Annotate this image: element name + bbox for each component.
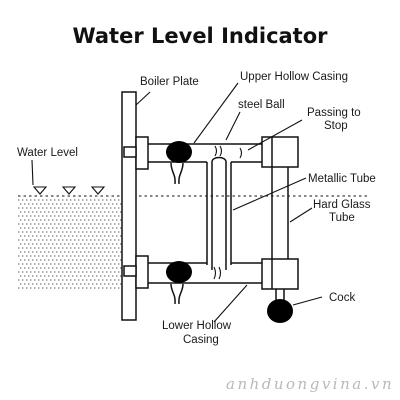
metallic-tube-inner-top	[211, 156, 227, 163]
upper-seal-mark	[214, 145, 218, 157]
leader-boiler-plate	[135, 91, 151, 106]
label-cock: Cock	[329, 292, 355, 304]
lower-seal-mark	[213, 266, 217, 280]
leader-lines	[31, 82, 323, 323]
water-level-triangle	[32, 186, 48, 195]
lower-stop-block	[261, 258, 299, 290]
leader-steel-ball	[225, 111, 241, 141]
lower-drip	[178, 283, 184, 305]
upper-seal-mark	[219, 145, 223, 157]
upper-drip	[178, 162, 184, 185]
label-hard-glass-tube-2: Tube	[329, 212, 355, 224]
upper-seal-mark	[239, 147, 243, 159]
watermark: anhduongvina.vn	[226, 375, 394, 393]
boiler-plate	[121, 91, 137, 321]
label-hard-glass-tube-1: Hard Glass	[313, 199, 371, 211]
label-water-level: Water Level	[17, 147, 78, 159]
cock	[267, 299, 293, 323]
leader-upper-hollow-casing	[193, 82, 239, 144]
leader-water-level	[31, 159, 34, 186]
lower-steel-ball	[166, 261, 192, 283]
hard-glass-tube	[271, 167, 289, 262]
water-body	[18, 199, 122, 289]
label-passing-to-stop-1: Passing to	[307, 107, 361, 119]
upper-stop-block	[261, 136, 299, 168]
label-lower-hollow-casing-2: Casing	[183, 334, 219, 346]
water-level-markers	[32, 186, 106, 195]
labels: Boiler Plate Upper Hollow Casing steel B…	[17, 71, 376, 346]
lower-hollow-casing	[123, 255, 262, 305]
upper-flange	[135, 136, 149, 170]
label-steel-ball: steel Ball	[238, 99, 285, 111]
leader-lower-hollow-casing	[213, 284, 248, 323]
lower-stop-fitting	[261, 258, 299, 323]
lower-flange-stub	[123, 265, 137, 277]
label-passing-to-stop-2: Stop	[324, 120, 348, 132]
label-metallic-tube: Metallic Tube	[308, 173, 376, 185]
upper-stop-fitting	[261, 136, 299, 168]
upper-steel-ball	[166, 141, 192, 163]
upper-drip	[170, 162, 176, 185]
upper-flange-stub	[123, 146, 137, 158]
leader-passing-to-stop	[247, 119, 303, 151]
page-title: Water Level Indicator	[72, 24, 328, 48]
lower-flange	[135, 255, 149, 289]
lower-seal-mark	[218, 266, 222, 280]
label-boiler-plate: Boiler Plate	[140, 76, 199, 88]
leader-metallic-tube	[232, 177, 307, 211]
leader-cock	[292, 296, 323, 306]
leader-hard-glass-tube	[289, 207, 313, 223]
label-upper-hollow-casing: Upper Hollow Casing	[240, 71, 348, 83]
label-lower-hollow-casing-1: Lower Hollow	[162, 320, 232, 332]
lower-drip	[170, 283, 176, 305]
water-level-triangle	[61, 186, 77, 195]
upper-hollow-casing	[123, 136, 262, 185]
metallic-tube	[206, 156, 232, 270]
water-level-triangle	[90, 186, 106, 195]
